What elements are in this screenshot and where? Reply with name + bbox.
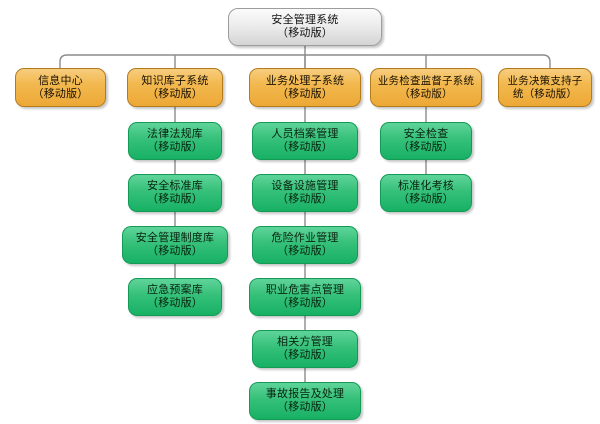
node-safety-standard-line1: 安全标准库 [147,179,203,193]
node-safety-rule-line2: （移动版） [147,244,203,257]
node-related-party[interactable]: 相关方管理 （移动版） [252,330,358,368]
node-knowledge-base-line1: 知识库子系统 [141,73,209,87]
node-standardization-assessment-line1: 标准化考核 [398,179,454,193]
node-decision-support-line2: 统（移动版） [512,87,578,100]
node-knowledge-base-line2: （移动版） [147,86,203,100]
node-related-party-line1: 相关方管理 [277,335,333,349]
node-info-center-line2: （移动版） [32,86,89,100]
node-occupational-hazard[interactable]: 职业危害点管理 （移动版） [249,278,361,316]
node-law-regulation-line2: （移动版） [147,140,203,153]
node-business-process-line1: 业务处理子系统 [265,73,345,87]
edge-level2-bus [59,54,551,68]
node-occupational-hazard-line2: （移动版） [277,296,333,309]
node-decision-support[interactable]: 业务决策支持子 统（移动版） [498,68,592,107]
node-accident-report-line2: （移动版） [277,400,333,413]
node-standardization-assessment-line2: （移动版） [398,192,454,205]
node-decision-support-line1: 业务决策支持子 [507,75,583,88]
node-standardization-assessment[interactable]: 标准化考核 （移动版） [380,174,472,212]
node-root-line2: （移动版） [277,26,333,39]
node-emergency-plan-line1: 应急预案库 [147,283,203,297]
node-safety-inspection[interactable]: 安全检查 （移动版） [380,122,472,160]
node-related-party-line2: （移动版） [277,348,333,361]
node-info-center-line1: 信息中心 [38,73,83,87]
node-hazardous-work-line2: （移动版） [277,244,333,257]
node-equipment-facility[interactable]: 设备设施管理 （移动版） [252,174,358,212]
node-safety-standard[interactable]: 安全标准库 （移动版） [128,174,222,212]
node-occupational-hazard-line1: 职业危害点管理 [265,283,345,297]
node-hazardous-work[interactable]: 危险作业管理 （移动版） [252,226,358,264]
node-inspection-supervision-line2: （移动版） [399,87,453,100]
node-personnel-record[interactable]: 人员档案管理 （移动版） [252,122,358,160]
node-safety-standard-line2: （移动版） [147,192,203,205]
node-emergency-plan-line2: （移动版） [147,296,203,309]
node-root-line1: 安全管理系统 [271,13,339,27]
node-equipment-facility-line2: （移动版） [277,192,333,205]
node-knowledge-base[interactable]: 知识库子系统 （移动版） [127,68,223,107]
node-safety-rule[interactable]: 安全管理制度库 （移动版） [122,226,228,264]
node-law-regulation[interactable]: 法律法规库 （移动版） [128,122,222,160]
node-hazardous-work-line1: 危险作业管理 [271,231,339,245]
node-emergency-plan[interactable]: 应急预案库 （移动版） [128,278,222,316]
node-law-regulation-line1: 法律法规库 [147,127,203,141]
node-safety-rule-line1: 安全管理制度库 [135,231,215,245]
node-inspection-supervision-line1: 业务检查监督子系统 [377,75,475,88]
node-accident-report-line1: 事故报告及处理 [265,387,345,401]
node-personnel-record-line1: 人员档案管理 [271,127,339,141]
node-business-process[interactable]: 业务处理子系统 （移动版） [249,68,361,107]
node-safety-inspection-line2: （移动版） [398,140,454,153]
node-inspection-supervision[interactable]: 业务检查监督子系统 （移动版） [370,68,482,107]
node-personnel-record-line2: （移动版） [277,140,333,153]
node-equipment-facility-line1: 设备设施管理 [271,179,339,193]
node-accident-report[interactable]: 事故报告及处理 （移动版） [249,382,361,420]
node-business-process-line2: （移动版） [277,86,333,100]
node-info-center[interactable]: 信息中心 （移动版） [15,68,106,107]
node-safety-inspection-line1: 安全检查 [403,127,449,141]
node-root[interactable]: 安全管理系统 （移动版） [228,8,382,46]
